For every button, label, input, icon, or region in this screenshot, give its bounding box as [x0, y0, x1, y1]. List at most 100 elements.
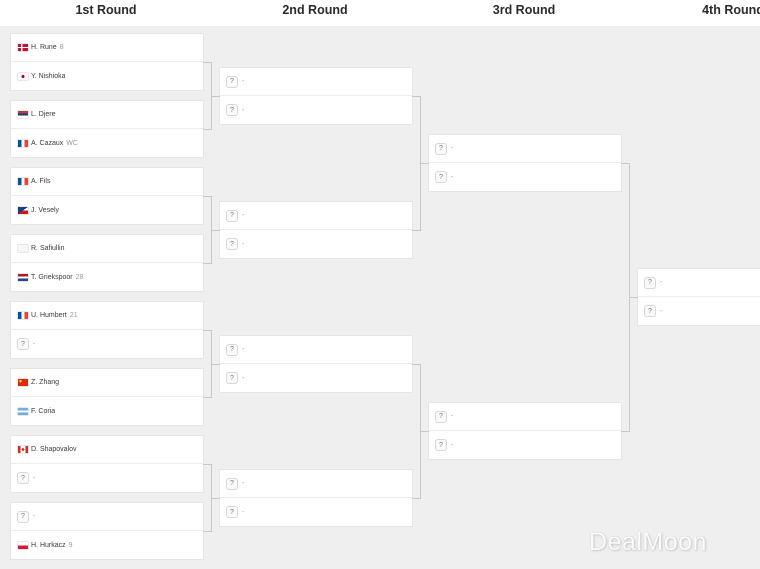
bracket-connector: [211, 498, 220, 499]
unknown-player-icon: ?: [227, 507, 237, 517]
match-r2-2[interactable]: ?-?-: [220, 202, 412, 258]
unknown-player-icon: ?: [18, 339, 28, 349]
player-name: -: [660, 307, 663, 315]
bracket-connector: [621, 163, 629, 164]
player-name: -: [660, 279, 663, 286]
match-slot-top[interactable]: D. Shapovalov: [11, 436, 203, 464]
match-slot-bottom[interactable]: J. Vesely: [11, 196, 203, 224]
bracket-connector: [203, 196, 211, 197]
unknown-player-icon: ?: [436, 172, 446, 182]
match-slot-top[interactable]: ?-: [11, 503, 203, 531]
player-name: -: [33, 474, 36, 482]
bracket-connector: [412, 230, 420, 231]
match-r3-2[interactable]: ?-?-: [429, 403, 621, 459]
match-slot-top[interactable]: R. Safiullin: [11, 235, 203, 263]
player-name: -: [242, 508, 245, 516]
player-name: H. Hurkacz: [31, 541, 66, 549]
match-slot-bottom[interactable]: ?-: [429, 431, 621, 459]
player-name: T. Griekspoor: [31, 273, 73, 281]
match-slot-bottom[interactable]: ?-: [429, 163, 621, 191]
unknown-player-icon: ?: [227, 344, 237, 355]
bracket-connector: [420, 163, 429, 164]
match-r2-3[interactable]: ?-?-: [220, 336, 412, 392]
player-name: -: [451, 145, 454, 152]
player-name: -: [33, 513, 36, 520]
match-slot-bottom[interactable]: ?-: [220, 364, 412, 392]
bracket-connector: [211, 364, 220, 365]
match-slot-bottom[interactable]: F. Coria: [11, 397, 203, 425]
unknown-player-icon: ?: [645, 306, 655, 316]
match-slot-top[interactable]: ?-: [638, 269, 760, 297]
player-seed: 21: [69, 312, 78, 319]
player-name: U. Humbert: [31, 312, 67, 319]
unknown-player-icon: ?: [227, 478, 237, 489]
bracket-connector: [412, 364, 420, 365]
bracket-connector: [412, 498, 420, 499]
japan-flag-icon: [18, 72, 28, 80]
argentina-flag-icon: [18, 407, 28, 415]
match-slot-top[interactable]: ?-: [220, 336, 412, 364]
match-r1-3[interactable]: A. Fils J. Vesely: [11, 168, 203, 224]
match-slot-top[interactable]: ?-: [220, 470, 412, 498]
match-slot-bottom[interactable]: ?-: [11, 330, 203, 358]
match-r2-1[interactable]: ?-?-: [220, 68, 412, 124]
player-seed: 28: [75, 273, 84, 281]
player-name: -: [242, 106, 245, 114]
match-slot-bottom[interactable]: Y. Nishioka: [11, 62, 203, 90]
match-slot-bottom[interactable]: ?-: [220, 230, 412, 258]
match-r2-4[interactable]: ?-?-: [220, 470, 412, 526]
bracket-connector: [203, 330, 211, 331]
unknown-player-icon: ?: [227, 210, 237, 221]
player-name: -: [451, 413, 454, 420]
match-slot-bottom[interactable]: ?-: [220, 498, 412, 526]
player-seed: 8: [59, 44, 64, 51]
match-slot-top[interactable]: ?-: [220, 202, 412, 230]
match-slot-top[interactable]: L. Djere: [11, 101, 203, 129]
bracket-connector: [203, 464, 211, 465]
match-slot-top[interactable]: ?-: [429, 135, 621, 163]
player-name: J. Vesely: [31, 206, 60, 214]
bracket-connector: [621, 431, 629, 432]
match-slot-top[interactable]: Z. Zhang: [11, 369, 203, 397]
match-r3-1[interactable]: ?-?-: [429, 135, 621, 191]
blank-flag-icon: [18, 245, 28, 252]
bracket-connector: [420, 431, 429, 432]
match-r4-1[interactable]: ?-?-: [638, 269, 760, 325]
match-slot-bottom[interactable]: ?-: [11, 464, 203, 492]
unknown-player-icon: ?: [227, 76, 237, 87]
match-slot-top[interactable]: ?-: [220, 68, 412, 96]
player-name: -: [242, 240, 245, 248]
match-slot-top[interactable]: A. Fils: [11, 168, 203, 196]
player-name: Z. Zhang: [31, 379, 60, 386]
player-name: D. Shapovalov: [31, 446, 77, 453]
player-name: -: [242, 78, 245, 85]
watermark-logo: DealMoon: [589, 528, 707, 556]
round-title-4: 4th Round: [702, 3, 760, 17]
match-r1-6[interactable]: Z. Zhang F. Coria: [11, 369, 203, 425]
france-flag-icon: [18, 312, 28, 319]
player-name: L. Djere: [31, 111, 56, 118]
unknown-player-icon: ?: [18, 473, 28, 483]
bracket-connector: [203, 62, 211, 63]
match-slot-bottom[interactable]: ?-: [638, 297, 760, 325]
china-flag-icon: [18, 379, 28, 386]
match-slot-bottom[interactable]: ?-: [220, 96, 412, 124]
player-name: Y. Nishioka: [31, 72, 66, 80]
unknown-player-icon: ?: [227, 105, 237, 115]
match-r1-7[interactable]: D. Shapovalov?-: [11, 436, 203, 492]
player-name: -: [451, 441, 454, 449]
player-name: -: [33, 340, 36, 348]
player-name: R. Safiullin: [31, 245, 65, 252]
match-slot-top[interactable]: ?-: [429, 403, 621, 431]
unknown-player-icon: ?: [645, 277, 655, 288]
